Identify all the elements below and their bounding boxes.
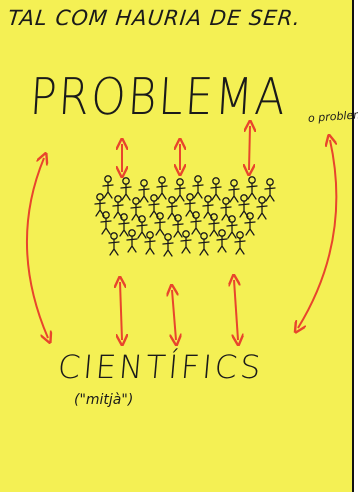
stick-figure-icon	[192, 175, 204, 199]
stick-figure-icon	[220, 197, 232, 221]
stick-figure-icon	[144, 231, 156, 255]
stick-figure-icon	[130, 197, 142, 221]
bottom-arrow-3	[234, 280, 238, 340]
stick-figure-icon	[174, 178, 186, 202]
stick-figure-icon	[184, 193, 196, 217]
stick-figure-icon	[120, 177, 132, 201]
stick-figure-icon	[238, 194, 250, 218]
stick-figure-icon	[102, 175, 114, 199]
stick-figure-icon	[180, 230, 192, 254]
stick-figure-icon	[246, 176, 258, 200]
stick-figure-icon	[228, 179, 240, 203]
stick-figure-icon	[244, 212, 256, 236]
stick-figure-icon	[234, 231, 246, 255]
top-arrow-3	[249, 126, 250, 170]
stick-figure-icon	[166, 196, 178, 220]
stick-figure-icon	[126, 229, 138, 253]
stick-figure-icon	[148, 194, 160, 218]
stick-figure-icon	[226, 215, 238, 239]
cientifics-label: CIENTÍFICS	[56, 348, 266, 386]
stick-figure-crowd	[94, 175, 276, 257]
stick-figure-icon	[172, 214, 184, 238]
stick-figure-icon	[136, 215, 148, 239]
stick-figure-icon	[202, 195, 214, 219]
stick-figure-icon	[154, 212, 166, 236]
stick-figure-icon	[138, 179, 150, 203]
stick-figure-icon	[108, 232, 120, 256]
stick-figure-icon	[208, 213, 220, 237]
stick-figure-icon	[112, 195, 124, 219]
stick-figure-icon	[118, 213, 130, 237]
mitja-note: ("mitjà")	[74, 392, 134, 408]
stick-figure-icon	[210, 177, 222, 201]
heading-text: TAL COM HAURIA DE SER.	[6, 6, 303, 30]
stick-figure-icon	[100, 211, 112, 235]
left-curved-arrow	[26, 158, 48, 338]
stick-figure-icon	[216, 229, 228, 253]
stick-figure-icon	[162, 233, 174, 257]
stick-figure-icon	[264, 178, 276, 202]
right-curved-arrow	[298, 140, 338, 328]
stick-figure-icon	[190, 211, 202, 235]
bottom-arrow-1	[120, 282, 122, 340]
problema-label: PROBLEMA	[28, 68, 289, 127]
stick-figure-icon	[94, 193, 106, 217]
stick-figure-icon	[156, 176, 168, 200]
stick-figure-icon	[256, 196, 268, 220]
stick-figure-icon	[198, 232, 210, 256]
bottom-arrow-2	[172, 290, 176, 340]
